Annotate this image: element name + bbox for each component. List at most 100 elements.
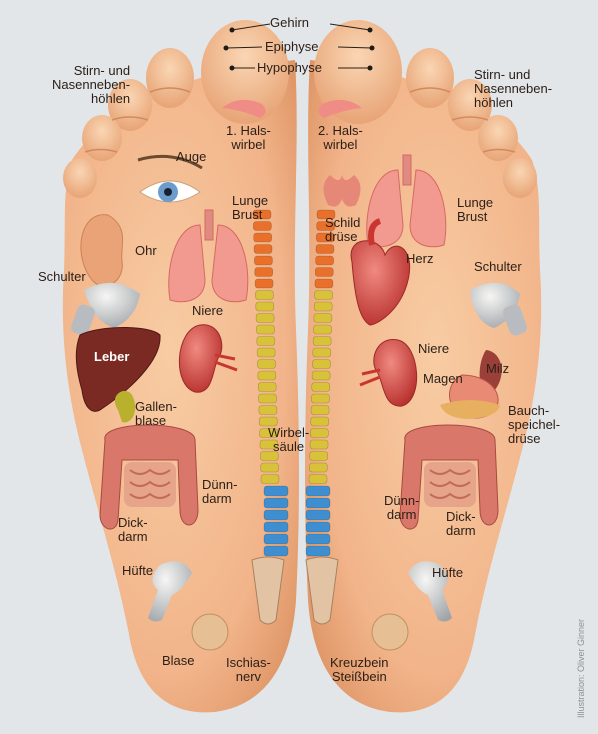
right-spine-segment (314, 267, 334, 277)
left-spine-segment (256, 336, 276, 346)
right-spine-segment (310, 416, 330, 427)
bladder-right (371, 613, 409, 651)
pancreas (440, 400, 500, 419)
left-intestines (99, 424, 199, 530)
thyroid (323, 175, 361, 207)
right-cervical-vertebra (318, 99, 362, 118)
left-spine-segment (257, 382, 277, 392)
label-milz: Milz (486, 361, 510, 376)
right-lumbar-segment (305, 485, 331, 497)
right-lungs (366, 154, 447, 248)
left-spine-segment (252, 209, 272, 220)
right-spine-segment (316, 209, 336, 220)
illustration-credit: Illustration: Oliver Ginner (576, 618, 586, 718)
left-spine-segment (256, 347, 276, 358)
right-spine-segment (312, 359, 331, 369)
left-toe-2 (146, 48, 194, 108)
label-schilddruese: Schild drüse (325, 215, 361, 244)
label-ohr: Ohr (135, 243, 157, 258)
left-lumbar-segment (263, 485, 289, 497)
label-kreuzbein: Kreuzbein Steißbein (330, 655, 389, 684)
label-schulter-left: Schulter (38, 269, 86, 284)
right-spine-segment (313, 324, 332, 335)
gallbladder (114, 390, 136, 423)
label-stirn-right: Stirn- und Nasenneben- höhlen (474, 67, 553, 110)
right-toe-4 (478, 115, 518, 161)
left-spine-segment (258, 393, 277, 404)
label-huefte-left: Hüfte (122, 563, 154, 578)
right-spine-segment (315, 255, 334, 266)
label-bauchspeicheldruese: Bauch- speichel- drüse (508, 403, 561, 446)
label-schulter-right: Schulter (474, 259, 522, 274)
left-shoulder (71, 282, 140, 336)
left-lungs (168, 209, 249, 303)
right-spine-segment (308, 474, 328, 484)
left-spine-segment (255, 313, 275, 323)
label-hypophyse: Hypophyse (257, 60, 323, 75)
left-spine-segment (254, 267, 274, 277)
left-lumbar-segment (263, 509, 289, 521)
left-foot-sole (62, 60, 299, 713)
left-spine-segment (258, 405, 278, 415)
left-spine-segment (255, 290, 274, 300)
right-spine-segment (311, 393, 330, 404)
liver (75, 327, 161, 412)
left-spine-segment (260, 474, 280, 484)
right-spine-segment (314, 278, 334, 289)
right-spine-segment (310, 405, 330, 415)
right-spine-segment (309, 462, 328, 473)
label-blase: Blase (162, 653, 195, 668)
label-lunge-right: Lunge Brust (457, 195, 494, 224)
left-lumbar-segment (263, 497, 289, 509)
left-lumbar-segment (263, 521, 289, 533)
right-foot (305, 20, 542, 713)
label-leber: Leber (94, 349, 130, 364)
right-toe-5 (503, 158, 537, 198)
left-lumbar-segment (263, 545, 289, 557)
right-spine-segment (316, 221, 335, 231)
label-stirn-left: Stirn- und Nasenneben- höhlen (52, 63, 131, 106)
left-spine-segment (254, 255, 273, 266)
right-spine-segment (313, 313, 333, 323)
left-spine-segment (253, 221, 272, 231)
left-spine-segment (254, 278, 274, 289)
label-duenndarm-right: Dünn- darm (384, 493, 420, 522)
right-spine-segment (309, 451, 328, 461)
right-hip (408, 561, 452, 622)
label-gallenblase: Gallen- blase (135, 399, 177, 428)
label-ischiasnerv: Ischias- nerv (226, 655, 271, 684)
label-duenndarm-left: Dünn- darm (202, 477, 238, 506)
right-spine-segment (310, 428, 329, 438)
left-toe-4 (82, 115, 122, 161)
right-spine-segment (316, 232, 335, 243)
right-lumbar-segment (305, 521, 331, 533)
eye (137, 154, 203, 203)
label-niere-left: Niere (192, 303, 224, 318)
right-spine-segment (312, 336, 332, 346)
right-spine-segment (311, 370, 331, 381)
left-lumbar-segment (263, 533, 289, 545)
label-auge: Auge (176, 149, 207, 164)
label-halswirbel-1: 1. Hals- wirbel (226, 123, 271, 152)
left-kidney (178, 324, 238, 393)
left-spine-segment (257, 370, 277, 381)
label-wirbelsaeule: Wirbel- säule (268, 425, 310, 454)
right-kidney (359, 339, 418, 407)
right-spine-segment (314, 290, 333, 300)
right-intestines (399, 424, 499, 530)
label-epiphyse: Epiphyse (265, 39, 319, 54)
right-lumbar-segment (305, 545, 331, 557)
left-spine-segment (253, 244, 273, 254)
right-lumbar-segment (305, 533, 331, 545)
label-dickdarm-left: Dick- darm (118, 515, 148, 544)
left-foot (62, 20, 299, 713)
heart (350, 218, 411, 326)
spines (251, 209, 339, 625)
label-niere-right: Niere (418, 341, 450, 356)
right-spine-segment (309, 439, 329, 450)
right-lumbar-segment (305, 497, 331, 509)
right-spine-segment (315, 244, 335, 254)
right-spine-segment (313, 301, 333, 312)
label-huefte-right: Hüfte (432, 565, 464, 580)
